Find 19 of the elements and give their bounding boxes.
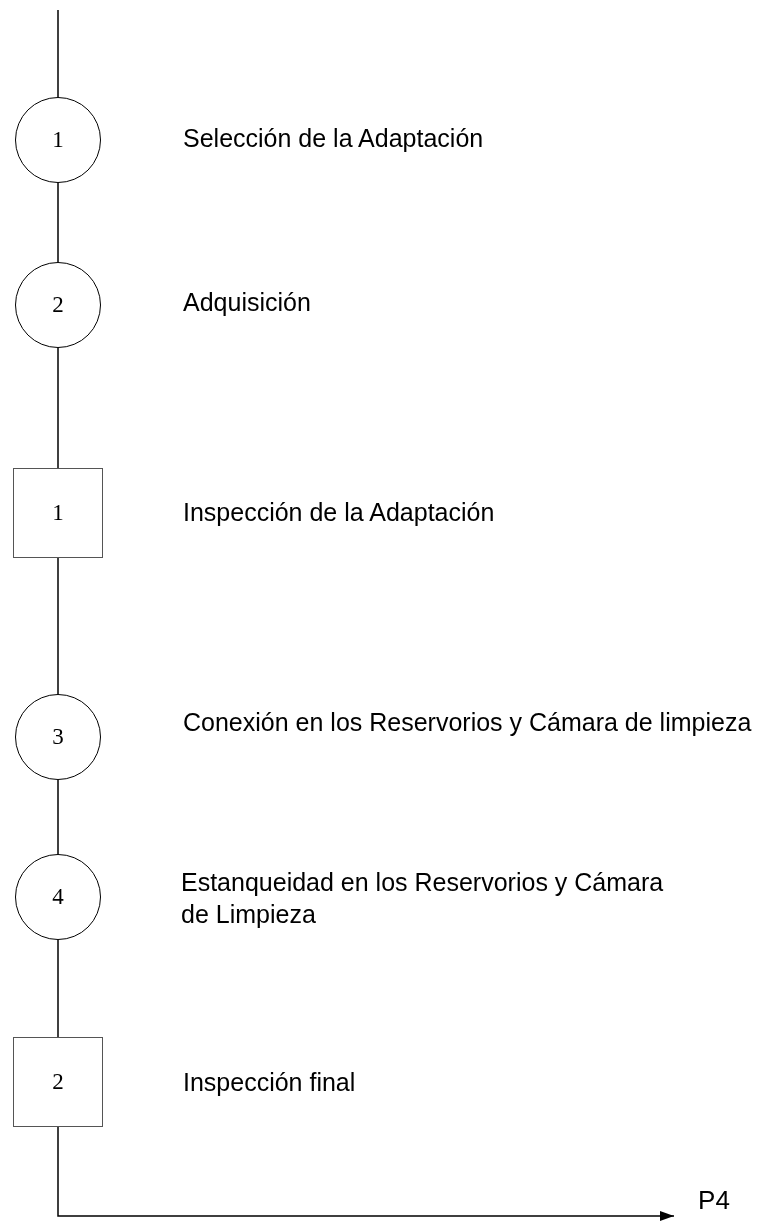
step-description: Inspección final bbox=[183, 1067, 356, 1098]
step-description: Adquisición bbox=[183, 287, 311, 318]
inspection-square: 2 bbox=[13, 1037, 103, 1127]
operation-circle: 1 bbox=[15, 97, 101, 183]
connector-line bbox=[57, 347, 59, 469]
operation-circle: 3 bbox=[15, 694, 101, 780]
step-description: Selección de la Adaptación bbox=[183, 123, 484, 154]
operation-circle: 2 bbox=[15, 262, 101, 348]
connector-line bbox=[57, 9, 59, 98]
inspection-square: 1 bbox=[13, 468, 103, 558]
step-description: Inspección de la Adaptación bbox=[183, 497, 495, 528]
connector-line bbox=[57, 182, 59, 263]
connector-line bbox=[57, 939, 59, 1038]
step-description: Estanqueidad en los Reservorios y Cámara de Limpieza bbox=[181, 867, 665, 930]
connector-line bbox=[57, 557, 59, 695]
connector-line bbox=[57, 779, 59, 855]
arrow bbox=[57, 1126, 675, 1221]
step-description: Conexión en los Reservorios y Cámara de limpieza bbox=[183, 707, 753, 738]
operation-circle: 4 bbox=[15, 854, 101, 940]
